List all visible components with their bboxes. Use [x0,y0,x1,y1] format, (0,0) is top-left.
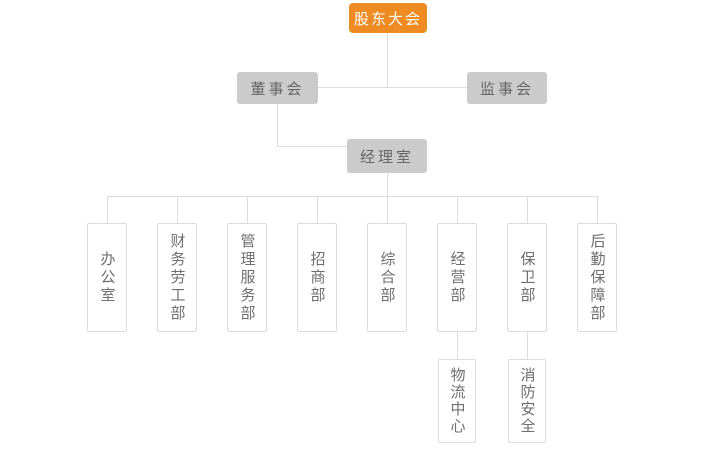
connector-operations-to-logistics-center [457,332,458,359]
connector-drop-operations [457,196,458,223]
connector-manager-vertical [387,173,388,197]
node-dept-general: 综合部 [367,223,407,332]
node-dept-security: 保卫部 [507,223,547,332]
node-dept-office: 办公室 [87,223,127,332]
connector-drop-office [107,196,108,223]
node-dept-management-service: 管理服务部 [227,223,267,332]
node-dept-logistics-support: 后勤保障部 [577,223,617,332]
node-dept-operations: 经营部 [437,223,477,332]
node-sub-logistics-center: 物流中心 [438,359,476,443]
connector-security-to-fire-safety [527,332,528,359]
node-supervisory-board: 监事会 [467,72,547,104]
connector-department-bus [107,196,597,197]
connector-root-vertical [387,33,388,88]
node-sub-fire-safety: 消防安全 [508,359,546,443]
connector-level2-horizontal [318,87,467,88]
node-dept-finance-labor: 财务劳工部 [157,223,197,332]
connector-board-to-manager [277,146,347,147]
node-board-of-directors: 董事会 [237,72,318,104]
connector-drop-investment [317,196,318,223]
connector-board-vertical [277,104,278,147]
connector-drop-general [387,196,388,223]
connector-drop-finance-labor [177,196,178,223]
node-dept-investment: 招商部 [297,223,337,332]
connector-drop-logistics-support [597,196,598,223]
connector-drop-management-service [247,196,248,223]
connector-drop-security [527,196,528,223]
node-shareholders-meeting: 股东大会 [349,3,427,33]
node-manager-office: 经理室 [347,139,427,173]
